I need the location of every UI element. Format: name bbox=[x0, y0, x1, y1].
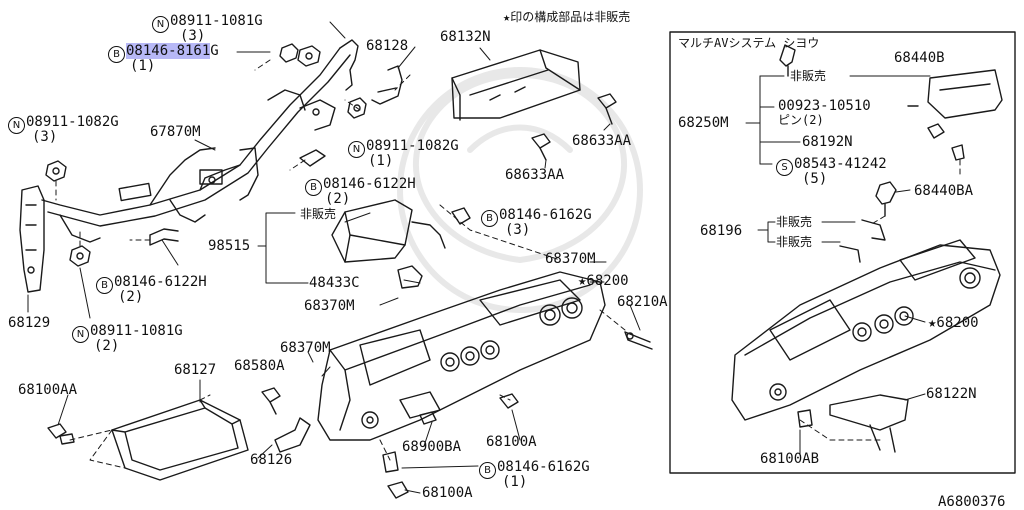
label-68250M[interactable]: 68250M bbox=[678, 115, 729, 131]
label-hihanbai-airbag: 非販売 bbox=[300, 207, 337, 221]
label-68192N[interactable]: 68192N bbox=[802, 134, 853, 150]
inset-clip-68440BA bbox=[875, 181, 897, 217]
label-hihanbai-a: 非販売 bbox=[776, 215, 813, 229]
steering-member-67870M bbox=[41, 39, 359, 243]
qty-1-bot: (1) bbox=[502, 474, 528, 490]
qty-5: (5) bbox=[802, 171, 828, 187]
leaders-center bbox=[379, 204, 626, 461]
label-68196[interactable]: 68196 bbox=[700, 223, 743, 239]
airbag-module-98515 bbox=[331, 199, 471, 289]
leader-lines bbox=[27, 21, 926, 494]
label-68210A[interactable]: 68210A bbox=[617, 294, 668, 310]
inset-bracket-68196 bbox=[839, 219, 886, 263]
s-prefix-icon: S bbox=[776, 159, 793, 176]
label-48433C[interactable]: 48433C bbox=[309, 275, 360, 291]
n-prefix-icon: N bbox=[72, 326, 89, 343]
leaders-left bbox=[55, 59, 411, 247]
airbag-bracket-lines bbox=[257, 212, 421, 284]
label-68127[interactable]: 68127 bbox=[174, 362, 217, 378]
leaders-lower-left bbox=[69, 394, 211, 469]
qty-1-mid: (1) bbox=[368, 153, 394, 169]
bracket-68128 bbox=[347, 65, 403, 119]
label-68100A-b[interactable]: 68100A bbox=[422, 485, 473, 501]
multi-av-inset-frame bbox=[669, 31, 1016, 474]
b-prefix-icon: B bbox=[96, 277, 113, 294]
qty-2-bot: (2) bbox=[118, 289, 144, 305]
label-68100AB[interactable]: 68100AB bbox=[760, 451, 820, 467]
n-prefix-icon: N bbox=[8, 117, 25, 134]
inset-title: マルチAVシステム シヨウ bbox=[678, 36, 820, 50]
label-hihanbai-inset: 非販売 bbox=[790, 69, 827, 83]
label-hihanbai-b: 非販売 bbox=[776, 235, 813, 249]
leaders-inset bbox=[799, 159, 961, 441]
label-68370M-b[interactable]: 68370M bbox=[304, 298, 355, 314]
instrument-panel-68200 bbox=[317, 271, 606, 441]
tray-68127 bbox=[111, 399, 249, 481]
label-68200-inset[interactable]: ★68200 bbox=[928, 315, 979, 331]
inset-console-68250M bbox=[779, 44, 1003, 161]
label-00923-10510[interactable]: 00923-10510 bbox=[778, 98, 871, 114]
label-68100A-a[interactable]: 68100A bbox=[486, 434, 537, 450]
b-prefix-icon: B bbox=[305, 179, 322, 196]
n-prefix-icon: N bbox=[152, 16, 169, 33]
label-68633AA-b[interactable]: 68633AA bbox=[505, 167, 565, 183]
duct-68132N bbox=[451, 49, 581, 121]
label-68100AA[interactable]: 68100AA bbox=[18, 382, 78, 398]
label-98515[interactable]: 98515 bbox=[208, 238, 251, 254]
fasteners-left bbox=[45, 43, 326, 267]
label-68122N[interactable]: 68122N bbox=[926, 386, 977, 402]
label-68129[interactable]: 68129 bbox=[8, 315, 51, 331]
bracket-68126 bbox=[274, 417, 311, 453]
watermark-emblem bbox=[397, 67, 643, 313]
label-67870M[interactable]: 67870M bbox=[150, 124, 201, 140]
label-68370M-a[interactable]: 68370M bbox=[545, 251, 596, 267]
inset-panel-68200 bbox=[731, 239, 1001, 421]
label-68370M-c[interactable]: 68370M bbox=[280, 340, 331, 356]
label-68126[interactable]: 68126 bbox=[250, 452, 293, 468]
bolts-center bbox=[382, 331, 653, 499]
clips-68633AA bbox=[531, 93, 617, 161]
label-68440B[interactable]: 68440B bbox=[894, 50, 945, 66]
header-note: ★印の構成部品は非販売 bbox=[503, 10, 631, 24]
label-68580A[interactable]: 68580A bbox=[234, 358, 285, 374]
label-pin-2: ピン(2) bbox=[778, 113, 824, 127]
bracket-68129 bbox=[19, 185, 45, 293]
label-68633AA-a[interactable]: 68633AA bbox=[572, 133, 632, 149]
highlighted-part-number: 08146-8161 bbox=[126, 43, 211, 59]
qty-1-top: (1) bbox=[130, 58, 156, 74]
label-68440BA[interactable]: 68440BA bbox=[914, 183, 974, 199]
qty-2-left: (2) bbox=[94, 338, 120, 354]
figure-code: A6800376 bbox=[938, 494, 1006, 510]
qty-3-mid: (3) bbox=[505, 222, 531, 238]
qty-3-top: (3) bbox=[180, 28, 206, 44]
label-68200-main[interactable]: ★68200 bbox=[578, 273, 629, 289]
fasteners-lower-left bbox=[47, 387, 281, 445]
qty-3-left: (3) bbox=[32, 129, 58, 145]
qty-2-top: (2) bbox=[325, 191, 351, 207]
b-prefix-icon: B bbox=[481, 210, 498, 227]
inset-bracket-68122N bbox=[797, 394, 909, 453]
n-prefix-icon: N bbox=[348, 141, 365, 158]
b-prefix-icon: B bbox=[479, 462, 496, 479]
label-68132N[interactable]: 68132N bbox=[440, 29, 491, 45]
inset-bracket-lines bbox=[745, 75, 931, 243]
b-prefix-icon: B bbox=[108, 46, 125, 63]
label-68900BA[interactable]: 68900BA bbox=[402, 439, 462, 455]
label-68128[interactable]: 68128 bbox=[366, 38, 409, 54]
